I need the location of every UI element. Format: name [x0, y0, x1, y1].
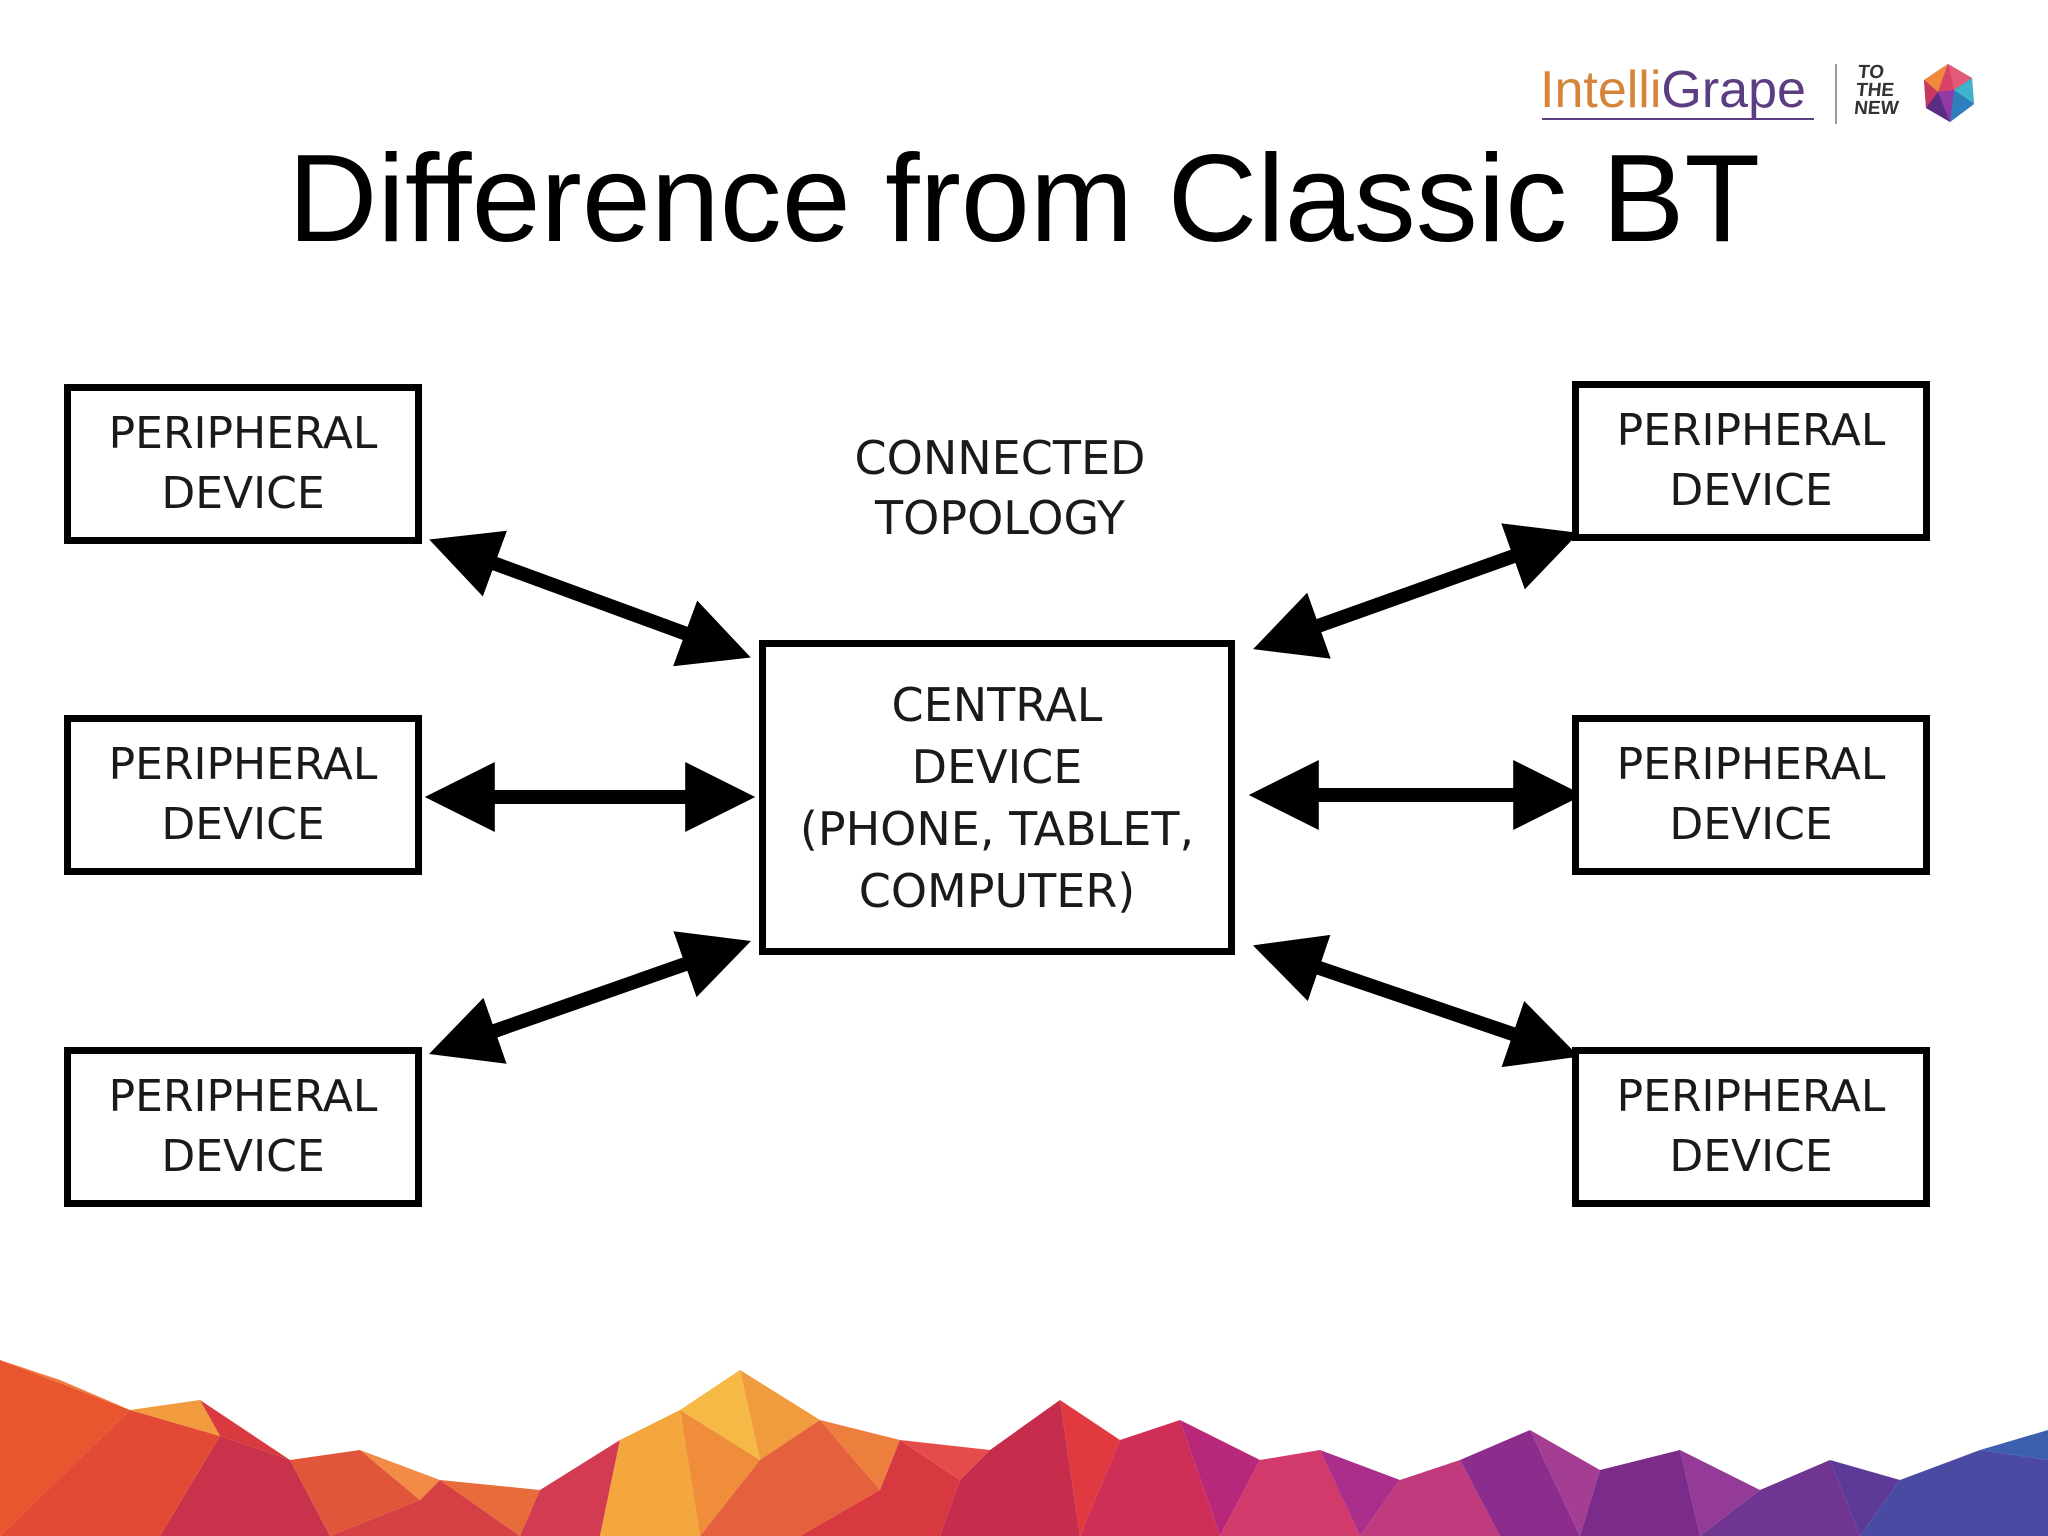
intelligrape-wordmark: IntelliGrape — [1540, 61, 1806, 119]
wordmark-underline — [1542, 118, 1814, 120]
slide-title: Difference from Classic BT — [287, 130, 1761, 268]
gem-logo-icon — [1924, 64, 1974, 122]
central-device-box: CENTRAL DEVICE (PHONE, TABLET, COMPUTER) — [759, 640, 1235, 955]
arrow-bottom-left — [429, 931, 751, 1064]
arrow-top-right — [1253, 523, 1579, 659]
arrow-top-left — [429, 530, 751, 667]
arrow-bottom-right — [1252, 934, 1580, 1068]
logo-divider — [1835, 64, 1837, 124]
company-logo: IntelliGrape TO THE NEW — [1530, 58, 1990, 130]
topology-label: CONNECTED TOPOLOGY — [854, 431, 1146, 545]
decorative-footer-graphic — [0, 1360, 2048, 1536]
